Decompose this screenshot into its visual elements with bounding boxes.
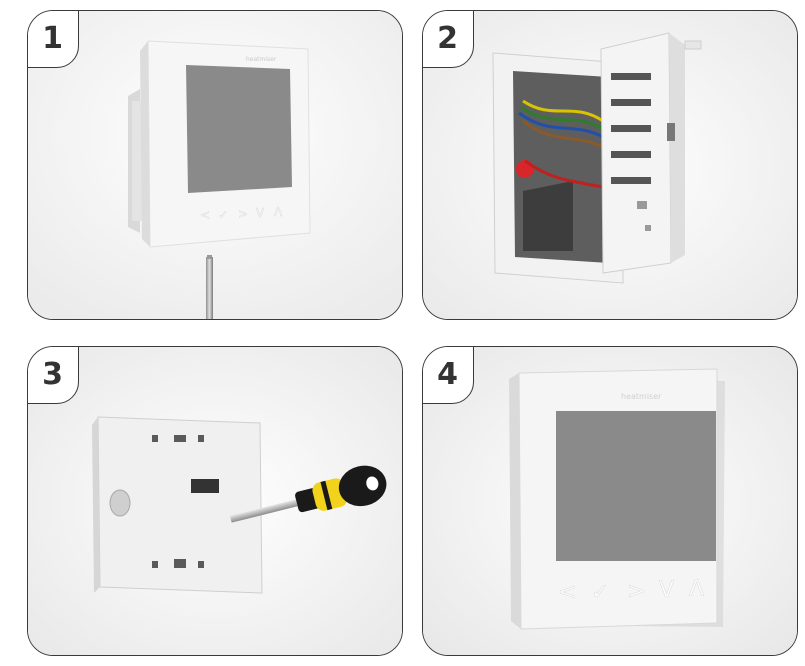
button-left-icon: < (200, 208, 210, 222)
button-down-icon: V (256, 206, 265, 220)
step-number: 1 (42, 20, 63, 56)
display-screen (556, 411, 716, 561)
terminal-block (191, 479, 219, 493)
step-panel-4: heatmiser < ✓ > V Λ 4 (422, 346, 798, 656)
step-badge-2: 2 (423, 11, 474, 68)
step-4-illustration: heatmiser < ✓ > V Λ (423, 347, 797, 655)
brand-label: heatmiser (246, 56, 277, 63)
step-number: 2 (437, 20, 458, 56)
step-1-illustration: heatmiser < ✓ > V Λ (28, 11, 402, 319)
mounting-back-plate (92, 416, 263, 594)
thermostat-faceplate: heatmiser < ✓ > V Λ (140, 40, 311, 248)
step-number: 4 (437, 356, 458, 392)
button-up-icon: Λ (274, 205, 283, 219)
step-badge-3: 3 (28, 347, 79, 404)
wires (518, 99, 604, 189)
button-up-icon: Λ (689, 577, 704, 602)
button-down-icon: V (659, 578, 674, 603)
step-number: 3 (42, 356, 63, 392)
step-panel-1: heatmiser < ✓ > V Λ 1 (27, 10, 403, 320)
step-badge-4: 4 (423, 347, 474, 404)
screwdriver-icon (229, 465, 387, 523)
step-2-illustration (423, 11, 797, 319)
thermostat-rear-plate (600, 32, 702, 274)
step-panel-3: 3 (27, 346, 403, 656)
display-screen (186, 65, 292, 193)
step-badge-1: 1 (28, 11, 79, 68)
screwdriver-icon (206, 255, 213, 319)
button-right-icon: > (627, 579, 645, 604)
button-left-icon: < (558, 580, 576, 605)
button-check-icon: ✓ (218, 208, 228, 222)
brand-label: heatmiser (621, 392, 662, 401)
thermostat-installed: heatmiser < ✓ > V Λ (509, 368, 725, 630)
step-3-illustration (28, 347, 402, 655)
step-panel-2: 2 (422, 10, 798, 320)
button-right-icon: > (238, 207, 248, 221)
button-check-icon: ✓ (591, 580, 609, 605)
